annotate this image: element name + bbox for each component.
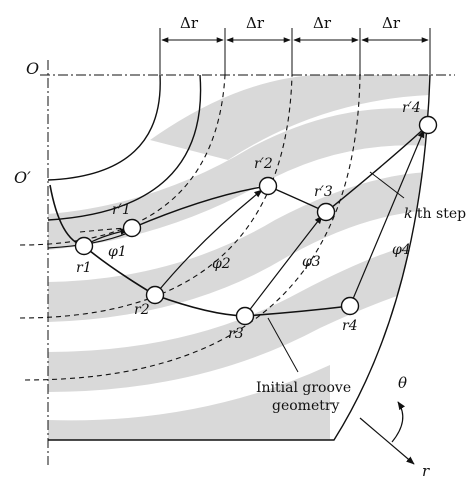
node-circles (74, 115, 438, 326)
phi1-label: φ1 (108, 244, 127, 260)
kth-step-leader (369, 171, 405, 199)
delta-r-label-1: Δr (180, 14, 199, 32)
phi3-label: φ3 (302, 254, 321, 270)
r1p-label: r′1 (112, 202, 131, 218)
groove-band-1 (150, 75, 430, 160)
r4p-label: r′4 (402, 100, 421, 116)
origin-label: O (26, 59, 39, 78)
node-r4p (418, 115, 438, 135)
node-r1 (74, 236, 94, 256)
node-r3 (235, 306, 255, 326)
r2-label: r2 (134, 302, 150, 318)
delta-r-label-2: Δr (246, 14, 265, 32)
r-axis-label: r (422, 462, 430, 480)
initial-groove-leader (267, 317, 299, 373)
direction-indicator (359, 401, 415, 465)
delta-r-label-3: Δr (313, 14, 332, 32)
origin-prime-label: O′ (14, 168, 31, 187)
groove-band-4 (48, 240, 430, 392)
node-r3p (316, 202, 336, 222)
hub-outline (47, 74, 202, 221)
r3p-label: r′3 (314, 184, 333, 200)
initial-groove-label-2: geometry (272, 398, 340, 414)
phi2-label: φ2 (212, 256, 231, 272)
node-r1p (122, 218, 142, 238)
groove-band-5 (48, 365, 330, 440)
node-r2 (145, 285, 165, 305)
phi4-label: φ4 (392, 242, 411, 258)
groove-bands (48, 75, 430, 440)
node-r2p (258, 176, 278, 196)
r1-label: r1 (76, 260, 92, 276)
kth-step-label: k th step (404, 206, 466, 222)
r4-label: r4 (342, 318, 358, 334)
delta-r-dimensions (159, 28, 431, 75)
node-r4 (340, 296, 360, 316)
hub-inner-arc (47, 74, 161, 181)
initial-groove-label-1: Initial groove (256, 380, 351, 396)
sector-outline (48, 74, 431, 441)
kth-step-curve (131, 124, 429, 229)
groove-band-2 (48, 108, 430, 250)
r3-label: r3 (228, 326, 244, 342)
theta-label: θ (398, 374, 407, 392)
delta-r-label-4: Δr (382, 14, 401, 32)
r2p-label: r′2 (254, 156, 273, 172)
kth-step-text: th step (412, 206, 466, 222)
